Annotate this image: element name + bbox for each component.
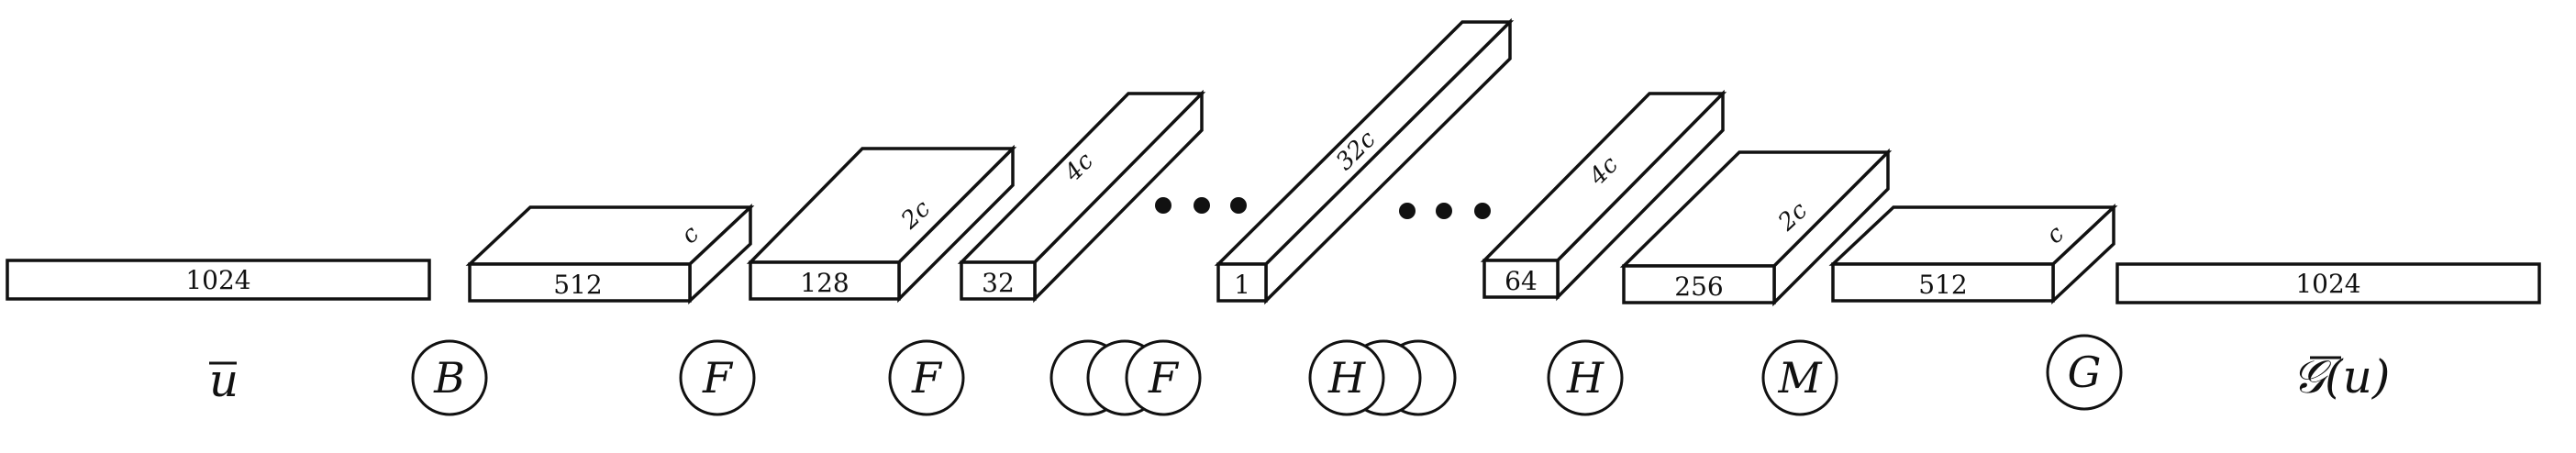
block-512-c: 512 c	[465, 203, 755, 305]
op-F2-letter: F	[911, 353, 943, 403]
block-32-4c-width-label: 32	[982, 268, 1015, 298]
block-1-32c: 1 32c	[1214, 17, 1515, 305]
input-vector-face	[6, 259, 431, 301]
block-64-4c-width-label: 64	[1505, 266, 1538, 296]
output-symbol-text: 𝒢(u)	[2293, 350, 2391, 403]
block-64-4c: 64 4c	[1480, 89, 1727, 302]
op-M: M	[1761, 339, 1838, 416]
op-F3-letter: F	[1148, 353, 1180, 403]
output-vector: 1024	[2115, 262, 2541, 304]
op-H1-stack: H	[1308, 339, 1457, 416]
op-B-letter: B	[433, 353, 465, 403]
op-H1-letter: H	[1327, 353, 1366, 403]
op-F3-stack: F	[1049, 339, 1202, 416]
op-F1-letter: F	[702, 353, 734, 403]
block-1-32c-width-label: 1	[1234, 270, 1250, 300]
block-512-c-width-label: 512	[553, 270, 602, 300]
block-256-2c: 256 2c	[1619, 148, 1893, 307]
input-vector-label: 1024	[185, 265, 250, 295]
output-vector-face	[2115, 262, 2541, 304]
op-G: G	[2046, 334, 2123, 411]
output-symbol: 𝒢(u)	[2293, 350, 2391, 403]
op-H2: H	[1547, 339, 1624, 416]
op-M-letter: M	[1777, 353, 1823, 403]
op-H2-letter: H	[1566, 353, 1604, 403]
block-512-c-out-width-label: 512	[1918, 270, 1967, 300]
op-F1: F	[679, 339, 756, 416]
op-G-letter: G	[2068, 348, 2102, 397]
input-vector: 1024	[6, 259, 431, 301]
input-symbol: u	[209, 354, 239, 407]
output-vector-label: 1024	[2295, 269, 2360, 299]
ellipsis-dots-right	[1399, 203, 1491, 219]
input-symbol-text: u	[209, 354, 239, 407]
block-256-2c-width-label: 256	[1674, 271, 1723, 302]
block-128-2c-width-label: 128	[800, 268, 849, 298]
op-B: B	[411, 339, 488, 416]
block-512-c-out: 512 c	[1828, 203, 2118, 305]
ellipsis-dots-left	[1155, 197, 1247, 214]
op-F2: F	[888, 339, 965, 416]
block-128-2c: 128 2c	[746, 144, 1017, 304]
block-32-4c: 32 4c	[957, 89, 1206, 304]
